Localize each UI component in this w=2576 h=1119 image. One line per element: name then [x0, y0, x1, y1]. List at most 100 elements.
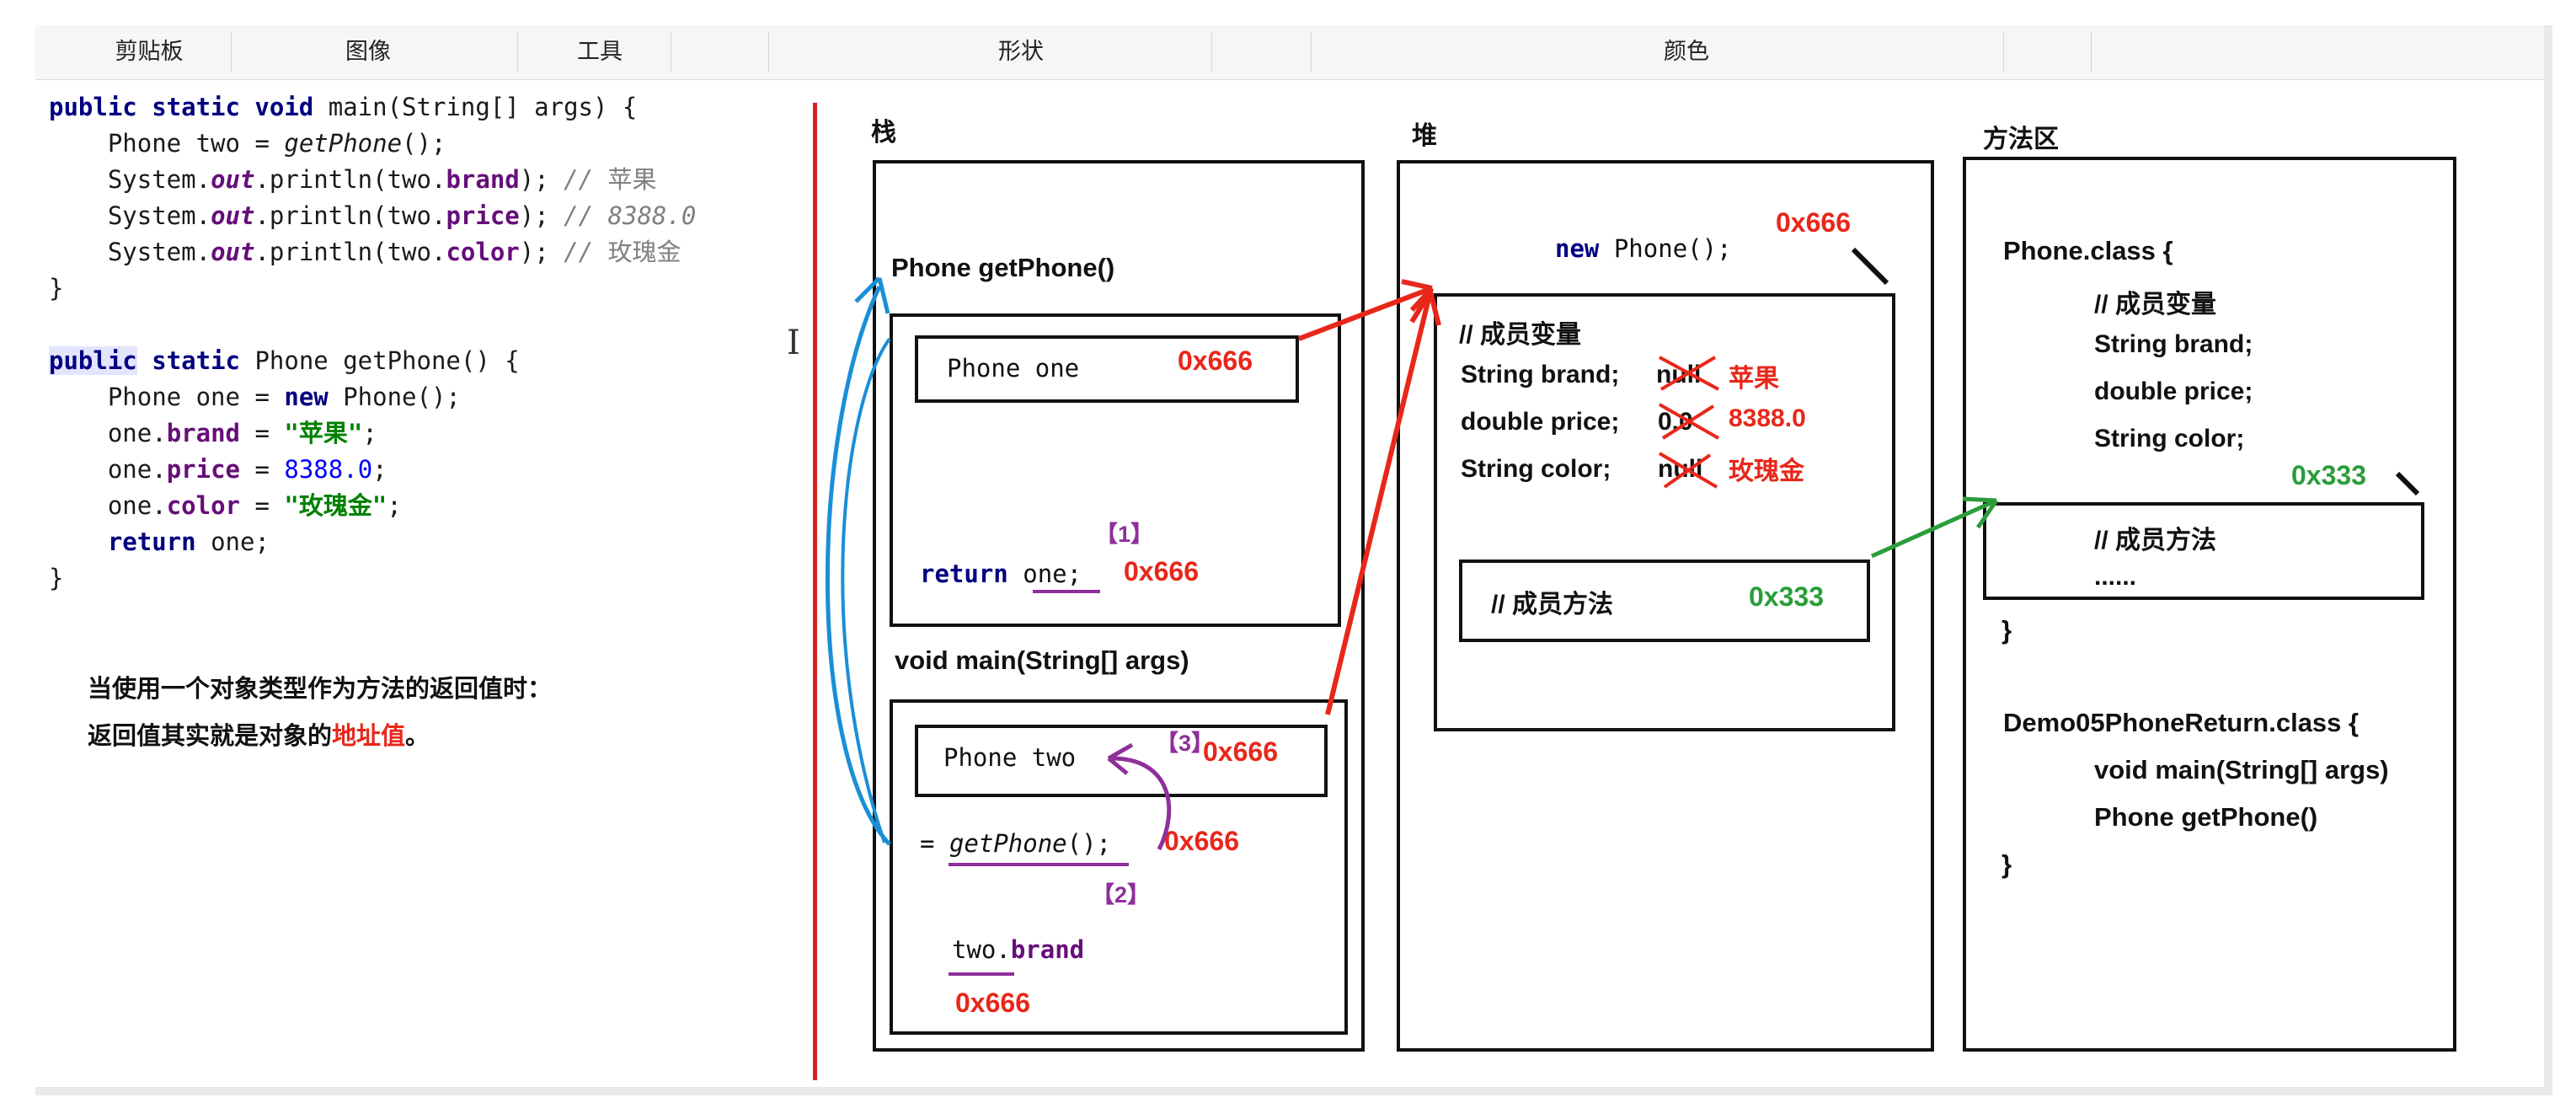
note-line-1: 当使用一个对象类型作为方法的返回值时： — [88, 676, 553, 703]
main-frame-label: void main(String[] args) — [895, 645, 1189, 675]
heap-object-address: 0x666 — [1776, 207, 1851, 238]
ribbon-group-tools[interactable]: 工具 — [577, 39, 623, 65]
ribbon-group-shapes[interactable]: 形状 — [998, 39, 1044, 65]
demo-main-method: void main(String[] args) — [2094, 755, 2389, 784]
two-ref-arrow — [1325, 291, 1433, 715]
heap-member-methods-comment: // 成员方法 — [1491, 591, 1614, 618]
new-phone-expr: new Phone(); — [1555, 234, 1732, 263]
ribbon-bar: 剪贴板 图像 工具 形状 颜色 — [35, 25, 2544, 80]
demo-getphone-method: Phone getPhone() — [2094, 802, 2318, 832]
code-block: public static void main(String[] args) {… — [49, 89, 696, 597]
ribbon-divider — [2091, 32, 2092, 72]
code-line: one.brand = "苹果"; — [107, 419, 377, 447]
ribbon-group-colors[interactable]: 颜色 — [1664, 39, 1709, 65]
code-line: one.color = "玫瑰金"; — [107, 491, 402, 520]
method-area-title: 方法区 — [1983, 126, 2059, 153]
getphone-frame-label: Phone getPhone() — [891, 253, 1115, 282]
methods-ref-arrow — [1870, 498, 1998, 559]
return-flow-curve — [841, 337, 891, 843]
class-methods-address: 0x333 — [2291, 460, 2366, 490]
class-methods-ellipsis: ...... — [2094, 563, 2137, 591]
step-2-label: 【2】 — [1092, 882, 1151, 908]
phone-two-cell — [915, 725, 1328, 797]
code-line: Phone one = new Phone(); — [107, 383, 461, 411]
member-methods-cell — [1459, 560, 1870, 642]
phone-two-label: Phone two — [943, 743, 1077, 772]
return-statement: return one; — [920, 560, 1082, 588]
color-field: String color; — [1461, 455, 1611, 483]
brand-field: String brand; — [1461, 361, 1620, 388]
call-flow-arrow — [825, 285, 891, 846]
demo-class-close: } — [2001, 849, 2012, 879]
member-vars-comment: // 成员变量 — [1459, 321, 1582, 349]
canvas-shadow — [2544, 25, 2552, 1089]
stack-title: 栈 — [871, 119, 896, 147]
method-area-box — [1963, 157, 2456, 1052]
class-member-methods-comment: // 成员方法 — [2094, 527, 2217, 554]
step-3-label: 【3】 — [1156, 731, 1215, 756]
code-line: } — [49, 274, 64, 303]
heap-corner-mark — [1851, 247, 1889, 286]
step-1-label: 【1】 — [1095, 522, 1154, 547]
strike-price-old — [1659, 403, 1719, 440]
text-cursor-icon: I — [787, 324, 800, 362]
strike-color-old — [1658, 452, 1718, 489]
code-line: } — [49, 564, 64, 592]
note-line-2: 返回值其实就是对象的地址值。 — [88, 723, 430, 750]
class-color-field: String color; — [2094, 425, 2245, 452]
heap-title: 堆 — [1412, 122, 1437, 150]
getphone-frame — [890, 313, 1341, 627]
class-brand-field: String brand; — [2094, 330, 2253, 358]
ribbon-divider — [768, 32, 769, 72]
two-brand-label: two.brand — [952, 935, 1085, 964]
code-line: System.out.println(two.price); // 8388.0 — [107, 201, 697, 230]
assign-address: 0x666 — [1164, 826, 1239, 856]
class-member-vars-comment: // 成员变量 — [2094, 291, 2217, 319]
drawing-canvas[interactable] — [35, 80, 2544, 1087]
canvas-shadow — [35, 1087, 2552, 1095]
main-frame — [890, 699, 1348, 1035]
price-new-value: 8388.0 — [1729, 404, 1806, 432]
code-line: one.price = 8388.0; — [107, 455, 387, 484]
return-flow-arrow — [1111, 756, 1172, 851]
class-price-field: double price; — [2094, 377, 2253, 405]
heap-methods-address: 0x333 — [1749, 581, 1824, 612]
price-field: double price; — [1461, 408, 1620, 436]
call-flow-arrowhead — [854, 276, 890, 314]
ribbon-group-clipboard[interactable]: 剪贴板 — [115, 39, 184, 65]
phone-one-cell — [915, 335, 1299, 403]
strike-brand-old — [1659, 356, 1719, 391]
code-line: return one; — [107, 527, 270, 556]
one-ref-arrow — [1297, 286, 1434, 341]
phone-class-header: Phone.class { — [2003, 236, 2173, 265]
methods-corner-mark — [2395, 471, 2420, 496]
methods-ref-arrowhead — [1962, 496, 1999, 529]
code-line: System.out.println(two.color); // 玫瑰金 — [107, 238, 681, 266]
code-line: System.out.println(two.brand); // 苹果 — [107, 165, 657, 194]
stack-box — [873, 160, 1365, 1052]
heap-box — [1397, 160, 1934, 1052]
color-old-value: null — [1658, 455, 1703, 483]
phone-one-label: Phone one — [947, 354, 1080, 383]
brand-new-value: 苹果 — [1729, 365, 1779, 393]
ribbon-group-image[interactable]: 图像 — [345, 39, 391, 65]
ribbon-divider — [517, 32, 518, 72]
methods-block — [1983, 502, 2424, 600]
phone-one-address: 0x666 — [1178, 345, 1253, 376]
two-brand-address: 0x666 — [955, 988, 1030, 1018]
phone-object — [1434, 293, 1895, 731]
divider-line — [813, 103, 817, 1080]
code-line: public static Phone getPhone() { — [49, 346, 520, 375]
ribbon-divider — [1311, 32, 1312, 72]
return-address: 0x666 — [1124, 556, 1199, 586]
code-line: public static void main(String[] args) { — [49, 93, 638, 121]
two-ref-arrowhead — [1409, 290, 1441, 326]
demo-class-header: Demo05PhoneReturn.class { — [2003, 708, 2360, 737]
phone-two-address: 0x666 — [1203, 736, 1278, 767]
ribbon-divider — [1211, 32, 1212, 72]
ribbon-divider — [2003, 32, 2004, 72]
return-flow-arrowhead — [1107, 742, 1134, 775]
phone-class-close: } — [2001, 615, 2012, 645]
